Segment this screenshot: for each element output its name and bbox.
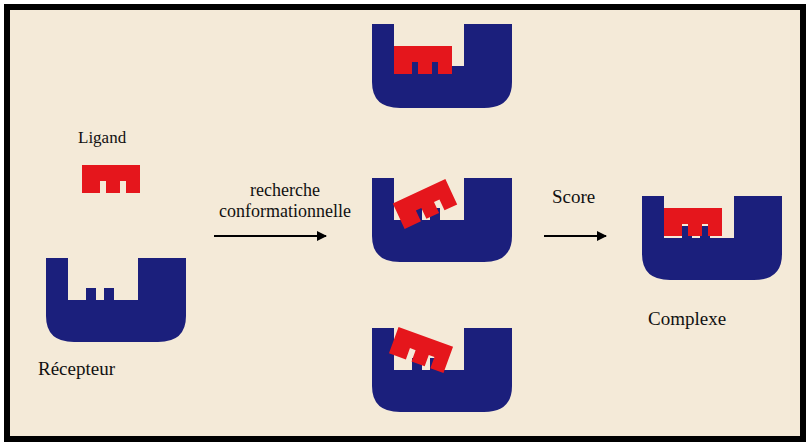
text-label: Ligand — [78, 128, 126, 148]
text-label: Récepteur — [38, 358, 115, 380]
receptor-shape — [372, 24, 512, 108]
receptor-shape — [642, 196, 782, 280]
ligand-shape — [394, 46, 452, 74]
arrow — [544, 235, 606, 237]
ligand-shape — [82, 165, 140, 193]
ligand-shape — [664, 208, 722, 236]
receptor-shape — [372, 178, 512, 262]
text-label: Score — [552, 186, 595, 208]
receptor-shape — [46, 258, 186, 342]
text-label: recherche conformationnelle — [210, 180, 360, 221]
arrow — [214, 235, 326, 237]
ligand-shape — [389, 327, 453, 373]
ligand-shape — [393, 179, 457, 229]
text-label: Complexe — [648, 308, 726, 330]
